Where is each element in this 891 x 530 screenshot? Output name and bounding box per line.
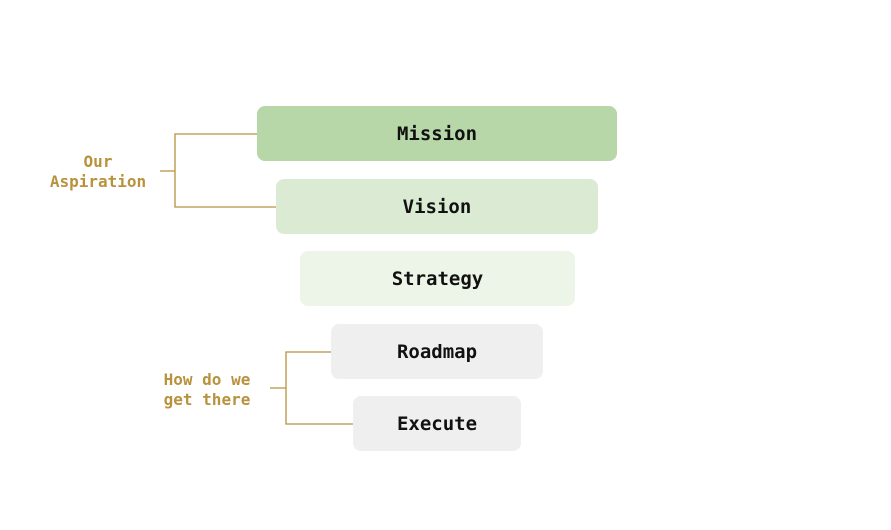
tier-vision: Vision [276, 179, 598, 234]
tier-roadmap-label: Roadmap [396, 340, 478, 363]
tier-execute-label: Execute [396, 412, 478, 435]
group-label-how: How do we get there [163, 370, 251, 409]
tier-vision-label: Vision [402, 195, 472, 218]
tier-mission: Mission [257, 106, 617, 161]
group-label-aspiration: Our Aspiration [49, 152, 147, 191]
tier-strategy: Strategy [300, 251, 575, 306]
tier-mission-label: Mission [396, 122, 478, 145]
tier-execute: Execute [353, 396, 521, 451]
tier-roadmap: Roadmap [331, 324, 543, 379]
tier-strategy-label: Strategy [391, 267, 484, 290]
